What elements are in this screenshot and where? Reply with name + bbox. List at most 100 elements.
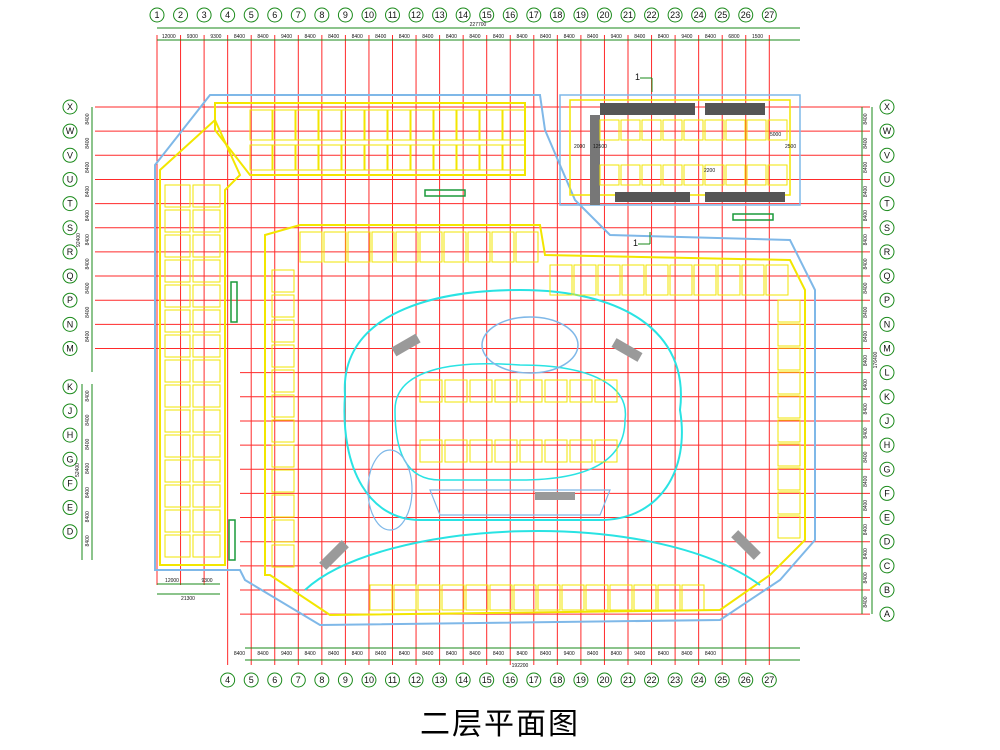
row-bubble-right-W xyxy=(879,123,895,139)
shop-unit-65 xyxy=(573,264,597,296)
dim-bottom-18: 8400 xyxy=(658,651,669,657)
callout-3: 5000 xyxy=(770,132,781,138)
row-bubble-right-S xyxy=(879,220,895,236)
column-label-bottom-26: 26 xyxy=(741,675,751,685)
column-bubble-bottom-4 xyxy=(220,672,236,688)
row-label-left-X: X xyxy=(67,102,73,112)
row-bubble-left-W xyxy=(62,123,78,139)
dim-top-24: 6800 xyxy=(728,34,739,40)
shop-unit-142 xyxy=(746,164,767,186)
row-bubble-left-S xyxy=(62,220,78,236)
row-label-right-C: C xyxy=(884,561,891,571)
dim-bottom-0: 8400 xyxy=(234,651,245,657)
shop-unit-5 xyxy=(364,109,388,141)
shop-unit-9 xyxy=(456,109,480,141)
column-bubble-bottom-7 xyxy=(290,672,306,688)
escalator-se xyxy=(731,530,761,560)
column-bubble-bottom-26 xyxy=(738,672,754,688)
shop-unit-83 xyxy=(777,515,801,539)
shop-unit-105 xyxy=(585,584,609,611)
column-label-bottom-10: 10 xyxy=(364,675,374,685)
row-label-right-E: E xyxy=(884,513,890,523)
shop-unit-72 xyxy=(741,264,765,296)
column-label-top-12: 12 xyxy=(411,10,421,20)
dim-left-lower-1: 8400 xyxy=(85,414,91,425)
callout-4: 2500 xyxy=(785,144,796,150)
section-marks: 1 1 2000 12500 5000 2500 2200 xyxy=(574,72,796,248)
shop-unit-112 xyxy=(469,379,493,403)
shop-unit-87 xyxy=(271,344,295,368)
shop-unit-41 xyxy=(192,384,221,408)
dim-top-13: 8400 xyxy=(469,34,480,40)
atrium-void xyxy=(343,288,683,521)
shop-unit-57 xyxy=(371,231,395,263)
column-bubble-top-16 xyxy=(502,7,518,23)
dim-left-upper-4: 8400 xyxy=(85,210,91,221)
shop-unit-132 xyxy=(725,119,746,141)
shop-unit-40 xyxy=(164,384,191,408)
shop-unit-85 xyxy=(271,294,295,318)
shop-unit-26 xyxy=(164,209,191,233)
dim-left-lower-total: 52400 xyxy=(75,463,81,477)
shop-unit-0 xyxy=(249,109,273,141)
column-label-top-6: 6 xyxy=(272,10,277,20)
north-shop-row-walls xyxy=(214,102,526,176)
shop-unit-130 xyxy=(683,119,704,141)
column-bubble-top-12 xyxy=(408,7,424,23)
row-label-right-N: N xyxy=(884,319,891,329)
dim-right-16: 8400 xyxy=(863,500,869,511)
core-west-2 xyxy=(228,519,236,561)
shop-unit-100 xyxy=(465,584,489,611)
shop-unit-96 xyxy=(369,584,393,611)
column-label-top-15: 15 xyxy=(482,10,492,20)
column-bubble-top-18 xyxy=(549,7,565,23)
column-bubble-top-13 xyxy=(432,7,448,23)
dim-right-2: 8400 xyxy=(863,162,869,173)
dim-top-total: 227700 xyxy=(470,22,487,28)
dim-left-lower-2: 8400 xyxy=(85,439,91,450)
column-label-top-19: 19 xyxy=(576,10,586,20)
column-bubble-bottom-22 xyxy=(644,672,660,688)
dim-bottom-7: 8400 xyxy=(399,651,410,657)
shop-unit-86 xyxy=(271,319,295,343)
shop-unit-134 xyxy=(767,119,788,141)
shop-unit-42 xyxy=(164,409,191,433)
shop-units xyxy=(164,109,801,611)
shop-unit-73 xyxy=(765,264,789,296)
column-bubble-top-6 xyxy=(267,7,283,23)
shop-unit-125 xyxy=(594,439,618,463)
dim-left-upper-5: 8400 xyxy=(85,234,91,245)
row-label-right-J: J xyxy=(885,416,890,426)
dim-right-1: 8400 xyxy=(863,137,869,148)
dimension-lines xyxy=(81,27,873,661)
north-block-outline xyxy=(559,94,801,206)
callout-5: 2200 xyxy=(704,168,715,174)
column-bubble-bottom-16 xyxy=(502,672,518,688)
shop-unit-84 xyxy=(271,269,295,293)
shop-unit-78 xyxy=(777,395,801,419)
row-bubble-right-T xyxy=(879,196,895,212)
shop-unit-44 xyxy=(164,434,191,458)
shop-unit-111 xyxy=(444,379,468,403)
column-bubble-top-9 xyxy=(337,7,353,23)
shop-unit-123 xyxy=(544,439,568,463)
column-bubble-bottom-19 xyxy=(573,672,589,688)
row-label-right-G: G xyxy=(883,464,890,474)
shop-unit-124 xyxy=(569,439,593,463)
shop-unit-50 xyxy=(164,509,191,533)
shop-unit-54 xyxy=(299,231,323,263)
column-bubble-bottom-5 xyxy=(243,672,259,688)
shop-unit-76 xyxy=(777,347,801,371)
hatched-wall-n2 xyxy=(705,103,765,115)
shop-unit-117 xyxy=(594,379,618,403)
column-label-top-20: 20 xyxy=(599,10,609,20)
shop-unit-22 xyxy=(479,144,503,171)
core-north xyxy=(424,189,466,197)
escalator-ne xyxy=(611,338,643,362)
shop-unit-138 xyxy=(662,164,683,186)
column-bubble-bottom-10 xyxy=(361,672,377,688)
shop-unit-62 xyxy=(491,231,515,263)
row-bubble-left-lower-D xyxy=(62,524,78,540)
dim-bottom-total: 192200 xyxy=(512,663,529,669)
